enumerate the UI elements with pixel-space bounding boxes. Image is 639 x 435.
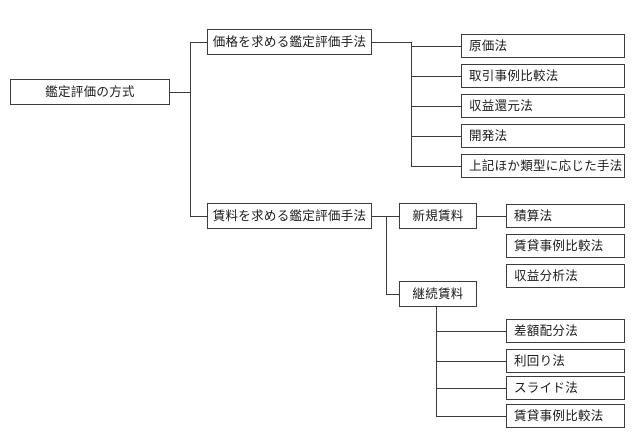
- connector-root-to-price-methods: [190, 42, 207, 44]
- connector-rent-methods-stub: [372, 216, 399, 218]
- connector-continued-to-lease-comparison: [436, 416, 506, 418]
- node-price-methods: 価格を求める鑑定評価手法: [207, 29, 372, 55]
- connector-continued-to-slide-method: [436, 388, 506, 390]
- node-cost-accumulation: 積算法: [506, 204, 625, 228]
- connector-price-to-cost-approach: [411, 46, 461, 48]
- connector-rent-methods-spine: [386, 216, 388, 294]
- connector-price-to-income-capitalization: [411, 106, 461, 108]
- node-rent-methods: 賃料を求める鑑定評価手法: [207, 203, 372, 229]
- node-difference-allocation: 差額配分法: [506, 319, 625, 343]
- connector-price-to-other-type-methods: [411, 166, 461, 168]
- node-cost-approach: 原価法: [461, 34, 625, 58]
- node-development-method: 開発法: [461, 124, 625, 148]
- node-yield-method: 利回り法: [506, 349, 625, 373]
- connector-continued-to-yield-method: [436, 361, 506, 363]
- node-root-appraisal-methods: 鑑定評価の方式: [10, 79, 170, 105]
- node-new-rent: 新規賃料: [399, 203, 477, 229]
- connector-root-to-rent-methods: [190, 216, 207, 218]
- connector-root-spine: [190, 42, 192, 216]
- connector-new-rent-to-cost-accumulation: [477, 216, 506, 218]
- node-continued-rent: 継続賃料: [399, 281, 477, 307]
- connector-price-methods-stub: [372, 42, 411, 44]
- node-lease-comparison-new: 賃貸事例比較法: [506, 234, 625, 258]
- connector-rent-to-continued-rent: [386, 294, 399, 296]
- node-lease-comparison-continued: 賃貸事例比較法: [506, 404, 625, 428]
- connector-price-to-sales-comparison: [411, 76, 461, 78]
- connector-price-to-development-method: [411, 136, 461, 138]
- node-other-type-methods: 上記ほか類型に応じた手法: [461, 154, 625, 178]
- connector-root-stub: [170, 91, 190, 93]
- node-sales-comparison: 取引事例比較法: [461, 64, 625, 88]
- connector-price-methods-spine: [411, 42, 413, 166]
- node-income-capitalization: 収益還元法: [461, 94, 625, 118]
- connector-continued-to-difference-allocation: [436, 331, 506, 333]
- node-slide-method: スライド法: [506, 376, 625, 400]
- node-income-analysis: 収益分析法: [506, 264, 625, 288]
